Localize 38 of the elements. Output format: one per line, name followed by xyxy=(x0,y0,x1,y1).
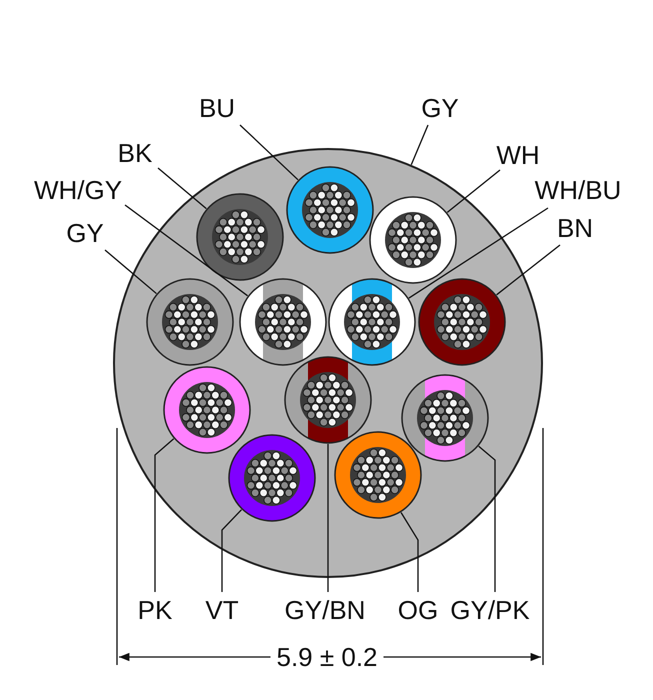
leader-line xyxy=(221,509,242,592)
color-code-label: GY xyxy=(421,95,459,121)
conductor-drawing xyxy=(228,434,316,522)
conductor-drawing xyxy=(196,193,284,281)
conductor-drawing xyxy=(163,366,251,454)
conductor-drawing xyxy=(146,278,234,366)
conductor-drawing xyxy=(239,278,327,366)
color-code-label: WH/BU xyxy=(534,177,622,203)
color-code-label: GY xyxy=(66,220,104,246)
conductor-drawing xyxy=(284,356,372,444)
leader-line xyxy=(104,250,157,294)
leader-line xyxy=(408,207,548,299)
conductor-drawing xyxy=(418,278,506,366)
color-code-label: BK xyxy=(118,140,152,166)
color-code-label: PK xyxy=(138,597,172,623)
color-code-label: BU xyxy=(198,95,236,121)
conductor-drawing xyxy=(334,431,422,519)
conductor-drawing xyxy=(401,374,489,462)
color-code-label: BN xyxy=(556,215,594,241)
conductor-drawing xyxy=(286,166,374,254)
leader-line xyxy=(496,244,560,296)
color-code-label: WH xyxy=(496,142,540,168)
leader-line xyxy=(446,170,500,213)
leader-line xyxy=(400,512,419,592)
leader-line xyxy=(158,168,207,210)
leader-line xyxy=(240,124,298,180)
conductor-drawing xyxy=(369,196,457,284)
color-code-label: OG xyxy=(398,597,438,623)
leader-line xyxy=(327,444,329,592)
color-code-label: VT xyxy=(205,597,239,623)
conductor-drawing xyxy=(328,278,416,366)
leader-line xyxy=(410,124,429,166)
color-code-label: GY/BN xyxy=(284,597,366,623)
leader-line xyxy=(478,446,496,592)
leader-line xyxy=(154,438,174,592)
leader-line xyxy=(124,204,248,296)
color-code-label: WH/GY xyxy=(34,177,122,203)
color-code-label: GY/PK xyxy=(450,597,530,623)
